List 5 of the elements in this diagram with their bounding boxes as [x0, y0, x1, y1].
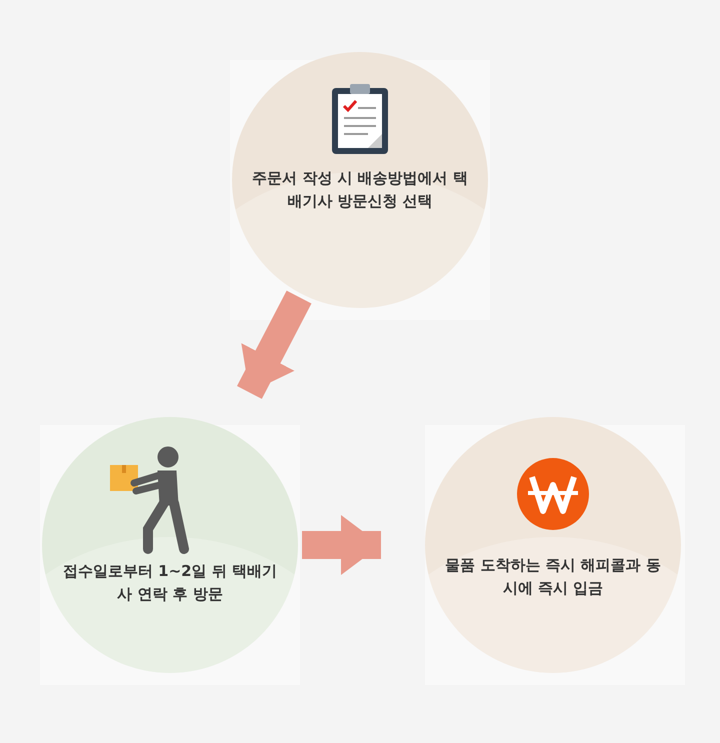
arrow — [237, 290, 312, 399]
step-text: 주문서 작성 시 배송방법에서 택배기사 방문신청 선택 — [252, 168, 468, 212]
arrow — [302, 515, 381, 575]
step-text: 접수일로부터 1~2일 뒤 택배기사 연락 후 방문 — [62, 561, 278, 605]
step-text: 물품 도착하는 즉시 해피콜과 동시에 즉시 입금 — [445, 555, 661, 599]
